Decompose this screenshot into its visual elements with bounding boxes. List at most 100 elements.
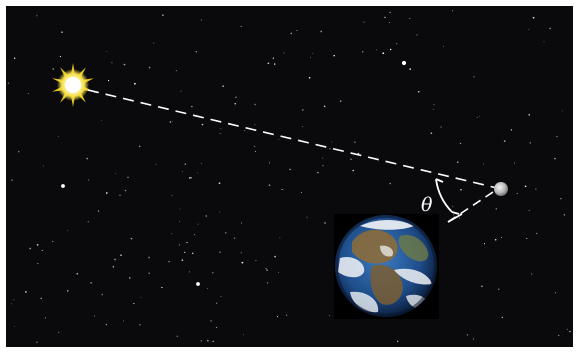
star bbox=[458, 217, 460, 219]
star bbox=[352, 169, 354, 172]
star bbox=[244, 130, 246, 132]
star bbox=[543, 41, 545, 42]
star bbox=[561, 110, 563, 112]
sun-icon bbox=[52, 63, 94, 107]
star bbox=[105, 192, 108, 194]
star bbox=[320, 30, 323, 33]
star bbox=[181, 259, 184, 262]
star bbox=[27, 93, 29, 94]
star bbox=[290, 32, 293, 35]
star bbox=[101, 293, 104, 296]
star bbox=[76, 272, 79, 275]
star bbox=[456, 161, 459, 164]
star bbox=[184, 163, 186, 165]
star bbox=[222, 85, 224, 87]
star bbox=[479, 115, 481, 117]
star bbox=[123, 320, 124, 322]
star bbox=[265, 268, 267, 270]
star bbox=[52, 68, 54, 70]
star bbox=[459, 142, 462, 145]
star bbox=[528, 209, 530, 211]
star bbox=[101, 119, 103, 121]
star bbox=[329, 315, 330, 317]
star bbox=[36, 15, 38, 17]
star bbox=[155, 163, 157, 165]
star bbox=[215, 327, 217, 328]
space-background bbox=[6, 6, 573, 347]
star bbox=[240, 222, 243, 224]
star bbox=[416, 34, 418, 36]
star bbox=[375, 49, 377, 51]
star bbox=[554, 292, 556, 294]
star bbox=[233, 237, 236, 239]
star bbox=[472, 338, 475, 340]
star bbox=[452, 205, 454, 207]
star bbox=[254, 150, 256, 153]
star bbox=[190, 176, 192, 179]
star bbox=[281, 188, 283, 191]
star bbox=[266, 269, 268, 272]
star bbox=[286, 314, 288, 316]
star bbox=[362, 51, 364, 53]
star bbox=[97, 210, 100, 212]
star bbox=[127, 176, 129, 179]
star bbox=[94, 315, 95, 317]
star bbox=[494, 238, 497, 241]
star bbox=[172, 121, 173, 122]
star bbox=[148, 272, 150, 274]
star bbox=[363, 21, 365, 23]
star bbox=[200, 162, 202, 165]
star bbox=[476, 117, 478, 118]
star bbox=[13, 299, 15, 301]
star bbox=[179, 208, 181, 210]
star bbox=[389, 182, 391, 185]
star bbox=[501, 316, 503, 318]
star bbox=[473, 76, 475, 78]
star bbox=[148, 66, 151, 69]
star bbox=[219, 251, 221, 253]
star bbox=[514, 162, 515, 164]
star bbox=[254, 146, 256, 148]
star bbox=[129, 277, 131, 279]
star bbox=[255, 260, 257, 262]
star bbox=[482, 163, 484, 165]
star bbox=[171, 233, 173, 235]
star bbox=[274, 63, 276, 65]
star bbox=[201, 123, 204, 126]
star bbox=[115, 173, 116, 175]
star bbox=[503, 140, 506, 142]
star bbox=[396, 43, 398, 45]
star bbox=[25, 291, 27, 293]
star bbox=[443, 45, 445, 47]
star bbox=[417, 90, 420, 93]
star bbox=[130, 237, 133, 240]
star bbox=[566, 328, 568, 330]
star bbox=[195, 51, 197, 53]
star bbox=[498, 288, 500, 290]
star bbox=[481, 285, 483, 288]
star bbox=[212, 271, 214, 274]
star bbox=[240, 252, 242, 254]
star bbox=[409, 18, 411, 19]
star bbox=[409, 68, 412, 70]
star bbox=[331, 141, 333, 143]
star bbox=[531, 273, 533, 275]
star bbox=[308, 77, 311, 79]
star bbox=[188, 271, 190, 273]
star bbox=[563, 214, 566, 216]
star bbox=[11, 179, 13, 181]
star bbox=[168, 260, 170, 263]
star bbox=[483, 243, 486, 245]
star bbox=[350, 158, 352, 160]
star bbox=[526, 238, 528, 239]
star bbox=[153, 42, 155, 44]
star bbox=[88, 179, 90, 181]
angle-label: θ bbox=[421, 194, 433, 216]
star bbox=[67, 290, 69, 292]
star bbox=[279, 237, 281, 239]
star bbox=[389, 11, 391, 14]
star bbox=[322, 165, 324, 167]
star bbox=[138, 145, 141, 148]
star bbox=[528, 114, 530, 116]
angle-arc bbox=[435, 178, 463, 223]
